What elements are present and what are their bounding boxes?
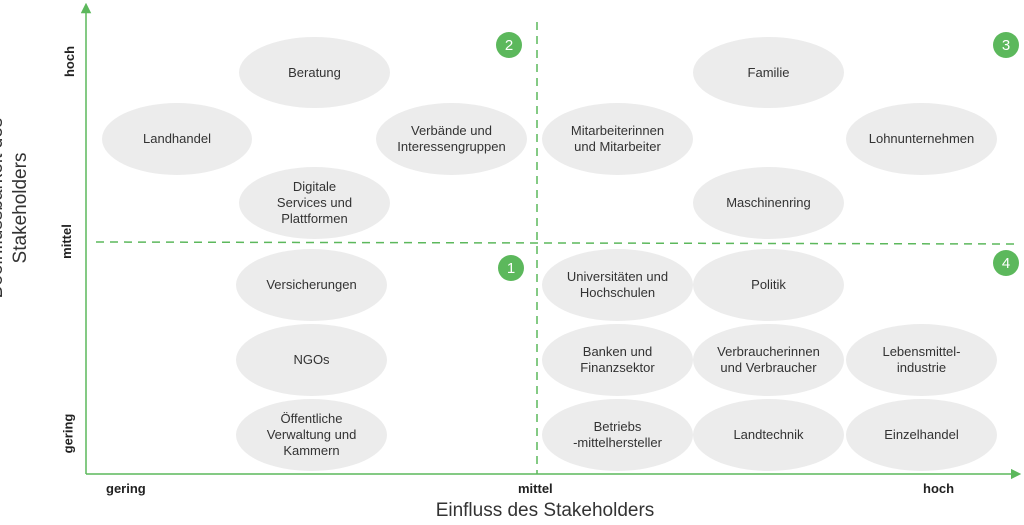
stakeholder-landhandel: Landhandel (102, 103, 252, 175)
stakeholder-verbraucher: Verbraucherinnen und Verbraucher (693, 324, 844, 396)
y-tick-hoch: hoch (62, 45, 78, 78)
stakeholder-banken: Banken und Finanzsektor (542, 324, 693, 396)
stakeholder-mitarbeiter: Mitarbeiterinnen und Mitarbeiter (542, 103, 693, 175)
x-axis-title: Einfluss des Stakeholders (435, 500, 655, 521)
horizontal-divider (95, 241, 1017, 245)
stakeholder-landtechnik: Landtechnik (693, 399, 844, 471)
stakeholder-lebensmittelindustrie: Lebensmittel- industrie (846, 324, 997, 396)
y-axis-title: Beeinflussbarkeit des Stakeholders (0, 117, 31, 299)
quadrant-badge-2: 2 (496, 32, 522, 58)
stakeholder-digitale-services: Digitale Services und Plattformen (239, 167, 390, 239)
x-tick-gering: gering (106, 481, 146, 496)
stakeholder-politik: Politik (693, 249, 844, 321)
quadrant-badge-4: 4 (993, 250, 1019, 276)
stakeholder-familie: Familie (693, 37, 844, 108)
stakeholder-ngos: NGOs (236, 324, 387, 396)
quadrant-badge-1: 1 (498, 255, 524, 281)
x-tick-hoch: hoch (923, 481, 955, 496)
stakeholder-maschinenring: Maschinenring (693, 167, 844, 239)
x-tick-mittel: mittel (518, 481, 553, 496)
stakeholder-einzelhandel: Einzelhandel (846, 399, 997, 471)
stakeholder-universitaeten: Universitäten und Hochschulen (542, 249, 693, 321)
y-tick-mittel: mittel (58, 224, 74, 259)
stakeholder-verbaende: Verbände und Interessengruppen (376, 103, 527, 175)
stakeholder-oeffentliche-verwaltung: Öffentliche Verwaltung und Kammern (236, 399, 387, 471)
stakeholder-betriebsmittelhersteller: Betriebs -mittelhersteller (542, 399, 693, 471)
stakeholder-beratung: Beratung (239, 37, 390, 108)
stakeholder-lohnunternehmen: Lohnunternehmen (846, 103, 997, 175)
stakeholder-versicherungen: Versicherungen (236, 249, 387, 321)
quadrant-badge-3: 3 (993, 32, 1019, 58)
y-tick-gering: gering (60, 413, 76, 454)
